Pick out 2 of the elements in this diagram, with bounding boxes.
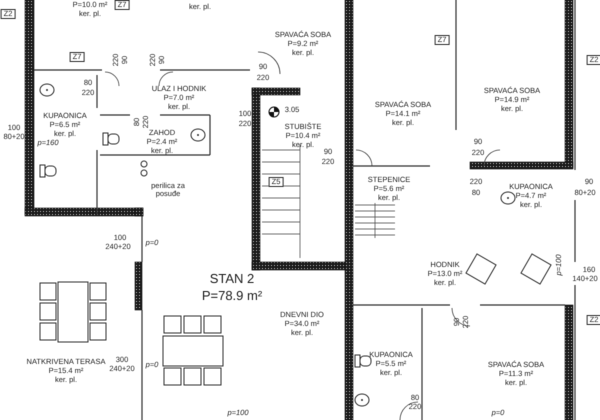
apartment-label: P=78.9 m² xyxy=(202,289,262,303)
apartment-label: STAN 2 xyxy=(210,272,254,286)
